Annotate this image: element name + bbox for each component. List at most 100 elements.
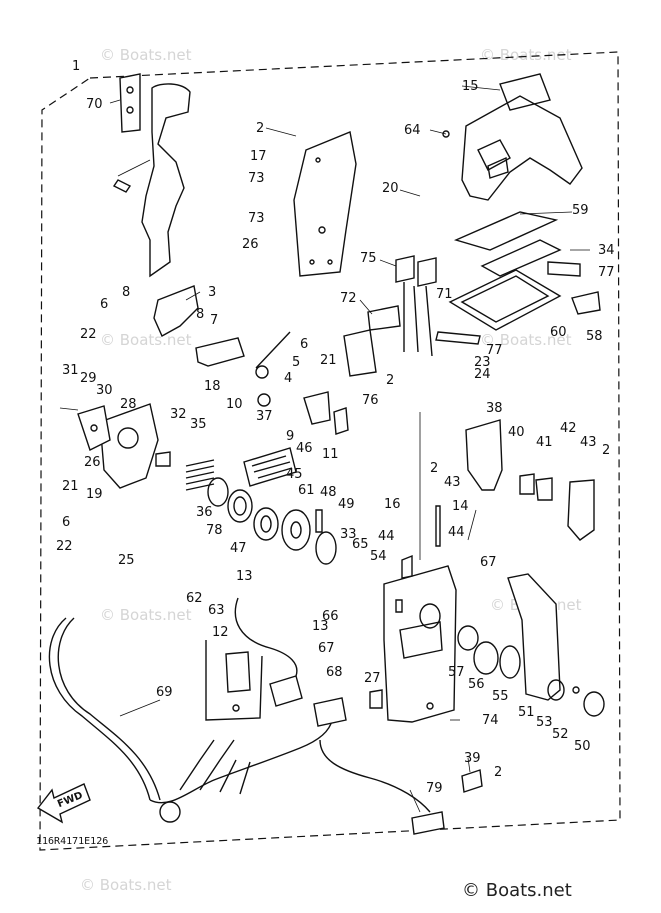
side-plate	[293, 131, 357, 277]
callout-labels: 1 70 15 64 2 17 73 20 59 73 26 34 75 77 …	[56, 59, 615, 796]
callout-12: 12	[212, 625, 229, 640]
callout-49: 49	[338, 497, 355, 512]
watermark-faint: © Boats.net	[100, 331, 192, 349]
callout-13: 13	[236, 569, 253, 584]
callout-22b: 22	[56, 539, 73, 554]
callout-56: 56	[468, 677, 485, 692]
callout-64: 64	[404, 123, 421, 138]
callout-72: 72	[340, 291, 357, 306]
callout-45: 45	[286, 467, 303, 482]
callout-61: 61	[298, 483, 315, 498]
callout-4: 4	[284, 371, 292, 386]
callout-67b: 67	[318, 641, 335, 656]
callout-34: 34	[598, 243, 615, 258]
callout-36: 36	[196, 505, 213, 520]
right-lever-assembly	[457, 419, 605, 717]
watermark-faint: © Boats.net	[80, 876, 172, 894]
drawing-code: 116R4171E126	[36, 836, 108, 847]
callout-27: 27	[364, 671, 381, 686]
callout-67: 67	[480, 555, 497, 570]
callout-23: 23	[474, 355, 491, 370]
callout-25: 25	[118, 553, 135, 568]
bracket-plate	[77, 403, 159, 489]
callout-68: 68	[326, 665, 343, 680]
callout-13b: 13	[312, 619, 329, 634]
callout-9: 9	[286, 429, 294, 444]
main-housing	[383, 505, 457, 723]
callout-43: 43	[580, 435, 597, 450]
callout-63: 63	[208, 603, 225, 618]
callout-19: 19	[86, 487, 103, 502]
callout-17: 17	[250, 149, 267, 164]
callout-5: 5	[292, 355, 300, 370]
callout-46: 46	[296, 441, 313, 456]
callout-44: 44	[378, 529, 395, 544]
callout-42: 42	[560, 421, 577, 436]
callout-30: 30	[96, 383, 113, 398]
callout-78: 78	[206, 523, 223, 538]
callout-32: 32	[170, 407, 187, 422]
callout-40: 40	[508, 425, 525, 440]
callout-69: 69	[156, 685, 173, 700]
callout-58: 58	[586, 329, 603, 344]
callout-53: 53	[536, 715, 553, 730]
gasket-plates	[435, 211, 601, 345]
callout-6b: 6	[300, 337, 308, 352]
callout-8: 8	[122, 285, 130, 300]
callout-10: 10	[226, 397, 243, 412]
callout-66: 66	[322, 609, 339, 624]
callout-77: 77	[598, 265, 615, 280]
callout-35: 35	[190, 417, 207, 432]
watermark-faint: © Boats.net	[100, 46, 192, 64]
callout-28: 28	[120, 397, 137, 412]
callout-3: 3	[208, 285, 216, 300]
callout-50: 50	[574, 739, 591, 754]
callout-6: 6	[100, 297, 108, 312]
springs-gears	[155, 447, 337, 565]
callout-54: 54	[370, 549, 387, 564]
lower-bracket	[205, 640, 263, 721]
watermark-faint: © Boats.net	[100, 606, 192, 624]
callout-51: 51	[518, 705, 535, 720]
callout-52: 52	[552, 727, 569, 742]
connector-cap	[461, 769, 483, 793]
callout-76: 76	[362, 393, 379, 408]
callout-57: 57	[448, 665, 465, 680]
callout-2e: 2	[494, 765, 502, 780]
callout-77b: 77	[486, 343, 503, 358]
callout-26b: 26	[84, 455, 101, 470]
callout-71: 71	[436, 287, 453, 302]
wire-harness	[48, 597, 445, 835]
callout-33: 33	[340, 527, 357, 542]
callout-20: 20	[382, 181, 399, 196]
callout-14: 14	[452, 499, 469, 514]
callout-8b: 8	[196, 307, 204, 322]
callout-55: 55	[492, 689, 509, 704]
callout-29: 29	[80, 371, 97, 386]
callout-2d: 2	[430, 461, 438, 476]
forward-arrow-icon	[36, 783, 91, 824]
fwd-arrow: FWD	[36, 783, 91, 824]
callout-75: 75	[360, 251, 377, 266]
watermark-faint: © Boats.net	[480, 331, 572, 349]
callout-2: 2	[256, 121, 264, 136]
callout-37: 37	[256, 409, 273, 424]
callout-24: 24	[474, 367, 491, 382]
callout-38: 38	[486, 401, 503, 416]
callout-43b: 43	[444, 475, 461, 490]
callout-2b: 2	[386, 373, 394, 388]
callout-22: 22	[80, 327, 97, 342]
callout-26: 26	[242, 237, 259, 252]
callout-73: 73	[248, 171, 265, 186]
callout-11: 11	[322, 447, 339, 462]
callout-21b: 21	[62, 479, 79, 494]
callout-21: 21	[320, 353, 337, 368]
watermark-main: © Boats.net	[462, 880, 572, 901]
callout-44b: 44	[448, 525, 465, 540]
callout-6c: 6	[62, 515, 70, 530]
callout-79: 79	[426, 781, 443, 796]
callout-39: 39	[464, 751, 481, 766]
top-cover	[442, 73, 583, 201]
switches	[343, 255, 437, 377]
watermark-faint: © Boats.net	[480, 46, 572, 64]
